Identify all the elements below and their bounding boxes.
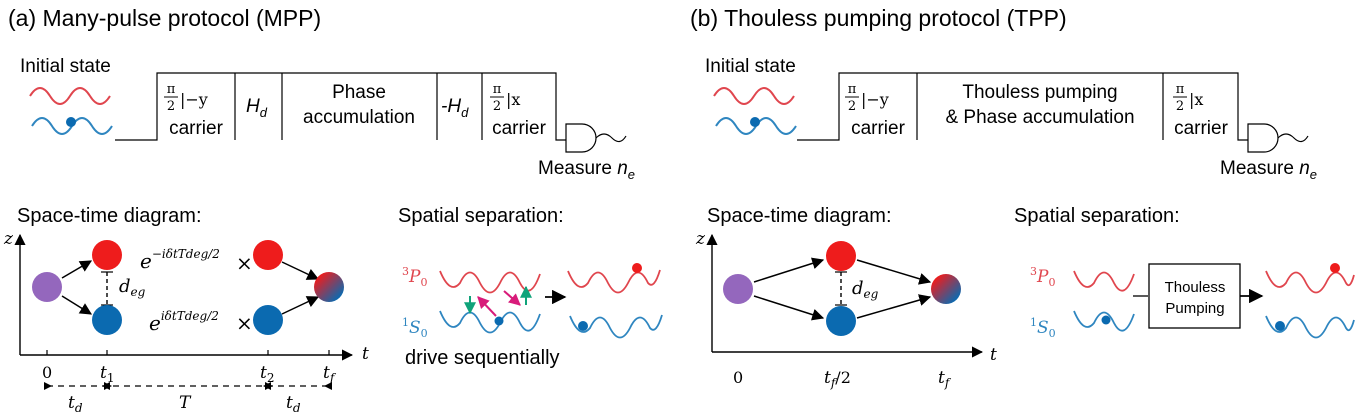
panel-a: (a) Many-pulse protocol (MPP) Initial st… — [3, 5, 663, 415]
phase-bottom: eiδtTdeg/2 — [149, 309, 219, 335]
atom-blue-after-a — [578, 321, 588, 331]
drive-arrow-pink-1 — [477, 296, 497, 317]
lattice-red-a2 — [567, 269, 661, 294]
d-eg-label: deg — [119, 276, 146, 299]
panel-b: (b) Thouless pumping protocol (TPP) Init… — [690, 5, 1355, 390]
atom-recombined-b — [931, 274, 961, 304]
panel-b-title: (b) Thouless pumping protocol (TPP) — [690, 5, 1067, 31]
detector-wire-icon-b — [1277, 133, 1309, 143]
phase-label-2: accumulation — [303, 107, 415, 128]
lattice-blue-a — [439, 310, 541, 334]
spatial-heading-a: Spatial separation: — [398, 205, 564, 227]
thouless-label-1: Thouless pumping — [962, 82, 1117, 103]
drive-sequentially-label: drive sequentially — [405, 347, 560, 369]
tick-0: 0 — [42, 363, 52, 382]
atom-lattice-a — [494, 316, 504, 326]
drive-arrow-pink-2 — [503, 290, 521, 306]
atom-lattice-b — [1101, 315, 1111, 325]
z-axis-label-b: z — [695, 229, 706, 249]
atom-red-after-b — [1330, 263, 1340, 273]
tick-tf-b: tf — [938, 368, 952, 390]
pulse1-den: 2 — [167, 99, 175, 114]
interval-td-1: td — [68, 393, 83, 415]
atom-blue-after-b — [1275, 321, 1285, 331]
atom-blue-dot — [66, 117, 76, 127]
level-3p0-a: 3P0 — [402, 265, 427, 289]
t-axis-label-b: t — [990, 345, 997, 365]
pulse1-pi: π — [167, 82, 176, 97]
carrier-label-b1: carrier — [851, 118, 906, 139]
d-eg-label-b: deg — [852, 278, 879, 301]
pulse-sequence-a — [115, 72, 566, 141]
atom-ground-b — [826, 306, 856, 336]
thouless-box-line1: Thouless — [1165, 279, 1226, 296]
phase-top: e−iδtTdeg/2 — [140, 247, 220, 273]
pulse1-axis-b: |−y — [861, 90, 889, 109]
atom-ground-2 — [253, 305, 283, 335]
initial-state-label: Initial state — [20, 56, 111, 77]
detector-icon — [565, 123, 597, 153]
lattice-blue-b — [1073, 310, 1135, 332]
z-axis-label: z — [3, 229, 14, 249]
tick-t1: t1 — [100, 363, 114, 385]
level-1s0-b: 1S0 — [1030, 316, 1056, 340]
interval-T: T — [179, 393, 192, 413]
times-top: × — [236, 251, 253, 275]
tick-tf: tf — [323, 363, 337, 385]
atom-superposition — [32, 272, 62, 302]
measure-label-a: Measure ne — [538, 158, 635, 182]
thouless-label-2: & Phase accumulation — [945, 107, 1134, 128]
atom-superposition-b — [723, 274, 753, 304]
pulse2-axis-b: |x — [1189, 90, 1203, 109]
thouless-box — [1148, 263, 1241, 329]
carrier-label-1: carrier — [169, 118, 224, 139]
carrier-label-b2: carrier — [1174, 118, 1229, 139]
panel-a-title: (a) Many-pulse protocol (MPP) — [8, 5, 321, 31]
pulse-sequence-b — [797, 72, 1248, 141]
atom-blue-dot-b — [750, 117, 760, 127]
level-3p0-b: 3P0 — [1030, 265, 1055, 289]
atom-red-after-a — [632, 263, 642, 273]
lattice-red-a — [439, 270, 541, 294]
pulse2-pi: π — [493, 82, 502, 97]
detector-icon-b — [1247, 123, 1279, 153]
tick-0-b: 0 — [733, 368, 743, 387]
atom-excited-2 — [253, 240, 283, 270]
lattice-red-b — [1073, 270, 1135, 292]
t-axis-label: t — [362, 344, 369, 364]
phase-label-1: Phase — [332, 82, 386, 103]
level-1s0-a: 1S0 — [402, 316, 428, 340]
hd-label: Hd — [246, 96, 268, 120]
spatial-heading-b: Spatial separation: — [1014, 205, 1180, 227]
times-bottom: × — [236, 311, 253, 335]
detector-wire-icon — [595, 133, 627, 143]
wave-red — [29, 87, 111, 105]
pulse1-den-b: 2 — [848, 99, 856, 114]
tick-tf2: tf/2 — [824, 368, 851, 390]
pulse1-pi-b: π — [848, 82, 857, 97]
pulse1-axis: |−y — [180, 90, 208, 109]
atom-recombined — [314, 272, 344, 302]
pulse2-pi-b: π — [1176, 82, 1185, 97]
lattice-blue-a2 — [569, 314, 663, 339]
atom-excited-1 — [92, 240, 122, 270]
pulse2-axis: |x — [506, 90, 520, 109]
lattice-red-b2 — [1265, 270, 1355, 294]
neg-hd-label: -Hd — [441, 96, 469, 120]
atom-excited-b — [826, 241, 856, 271]
lattice-blue-b2 — [1265, 315, 1355, 339]
thouless-box-line2: Pumping — [1165, 300, 1224, 317]
spacetime-heading-b: Space-time diagram: — [707, 205, 892, 227]
wave-red-b — [713, 87, 795, 105]
measure-label-b: Measure ne — [1220, 158, 1317, 182]
interval-td-2: td — [286, 393, 301, 415]
spacetime-heading-a: Space-time diagram: — [17, 205, 202, 227]
tick-t2: t2 — [260, 363, 274, 385]
atom-ground-1 — [92, 305, 122, 335]
initial-state-label-b: Initial state — [705, 56, 796, 77]
pulse2-den-b: 2 — [1176, 99, 1184, 114]
carrier-label-2: carrier — [492, 118, 547, 139]
pulse2-den: 2 — [493, 99, 501, 114]
